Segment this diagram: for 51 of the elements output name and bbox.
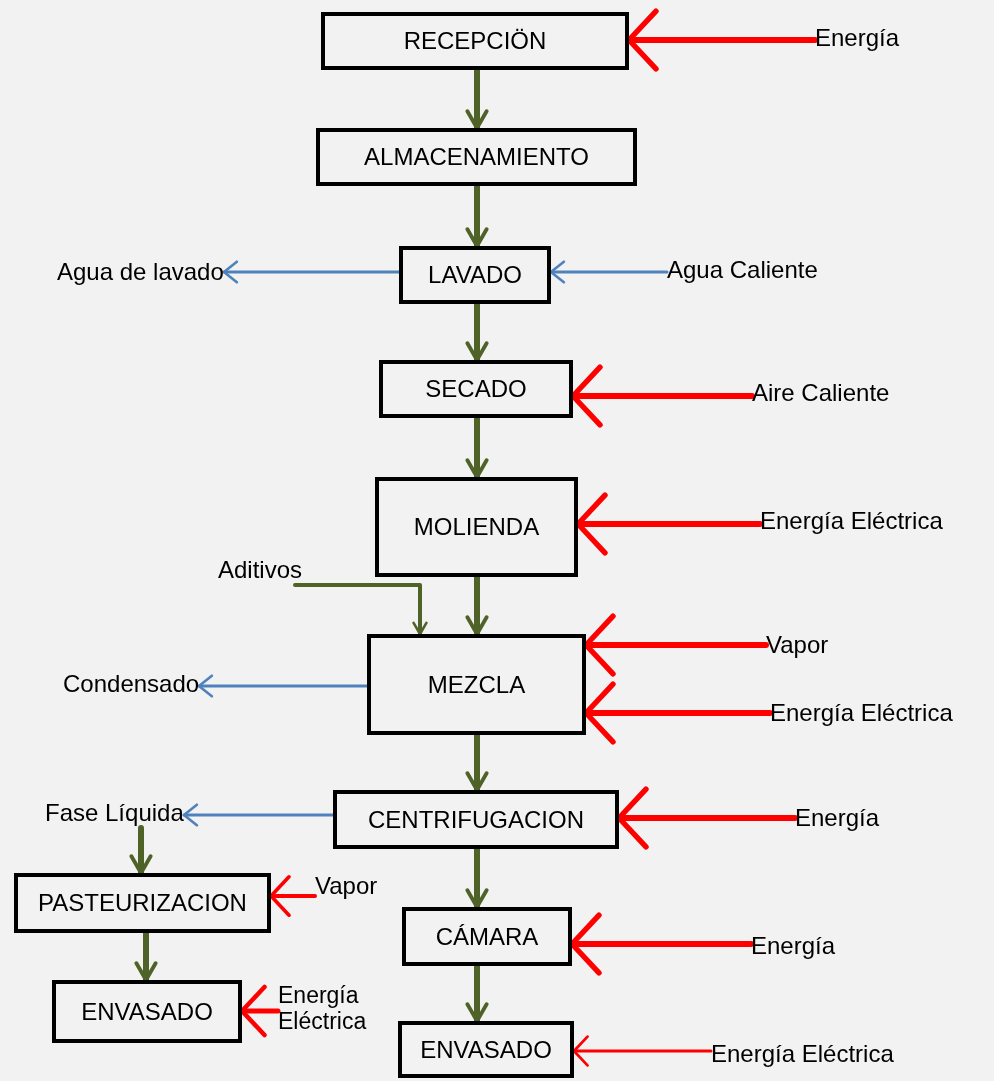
arrow bbox=[465, 415, 489, 480]
stream-label: Aditivos bbox=[218, 555, 303, 585]
process-box: ENVASADO bbox=[52, 980, 242, 1043]
process-box: ALMACENAMIENTO bbox=[316, 128, 637, 186]
arrow bbox=[197, 674, 369, 698]
arrow bbox=[616, 786, 798, 850]
arrow bbox=[465, 846, 489, 910]
arrow bbox=[293, 583, 428, 636]
arrow bbox=[583, 681, 773, 745]
arrow bbox=[134, 930, 158, 983]
process-box: CENTRIFUGACION bbox=[333, 790, 619, 849]
process-box: MOLIENDA bbox=[375, 477, 578, 577]
stream-label: Energía Eléctrica bbox=[760, 506, 943, 536]
stream-label: Aire Caliente bbox=[752, 378, 890, 408]
stream-label: Energía bbox=[751, 931, 836, 961]
arrow bbox=[575, 492, 763, 556]
stream-label: Vapor bbox=[315, 871, 378, 901]
arrow bbox=[569, 912, 754, 976]
stream-label: Energía bbox=[795, 803, 880, 833]
process-box: PASTEURIZACION bbox=[14, 873, 271, 933]
arrow bbox=[465, 732, 489, 793]
arrow bbox=[465, 574, 489, 637]
stream-label: Agua de lavado bbox=[57, 257, 224, 287]
arrow bbox=[465, 67, 489, 131]
stream-label: Energía Eléctrica bbox=[711, 1039, 894, 1069]
stream-label: Agua Caliente bbox=[667, 255, 818, 285]
process-box: MEZCLA bbox=[367, 634, 586, 735]
arrow bbox=[182, 803, 335, 827]
arrow bbox=[583, 613, 769, 677]
process-box: SECADO bbox=[379, 360, 573, 418]
stream-label: Energía bbox=[815, 23, 900, 53]
arrow bbox=[465, 183, 489, 249]
process-box: RECEPCIÖN bbox=[321, 12, 629, 70]
arrow bbox=[465, 301, 489, 363]
stream-label: Energía Eléctrica bbox=[770, 698, 953, 728]
stream-label: Vapor bbox=[766, 630, 829, 660]
process-box: LAVADO bbox=[399, 246, 551, 304]
arrow bbox=[239, 984, 281, 1038]
arrow bbox=[572, 1035, 713, 1067]
arrow bbox=[570, 364, 755, 428]
stream-label: Energía Eléctrica bbox=[278, 982, 386, 1035]
process-box: ENVASADO bbox=[398, 1021, 574, 1078]
arrow bbox=[549, 260, 669, 284]
stream-label: Condensado bbox=[63, 669, 200, 699]
arrow bbox=[269, 875, 317, 917]
process-box: CÁMARA bbox=[402, 907, 572, 966]
arrow bbox=[129, 825, 153, 876]
stream-label: Fase Líquida bbox=[45, 798, 184, 828]
arrow bbox=[222, 260, 401, 284]
arrow bbox=[626, 8, 818, 72]
arrow bbox=[465, 963, 489, 1024]
